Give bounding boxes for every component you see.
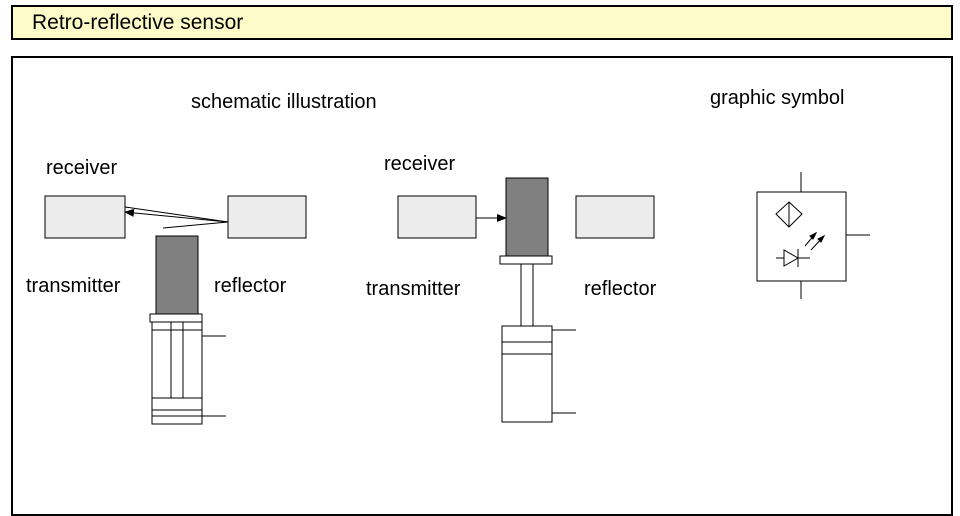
light-emitting-diode-icon <box>776 231 826 267</box>
right-diagram: receiver transmitter reflector <box>366 153 657 423</box>
left-receiver-label: receiver <box>46 157 117 179</box>
diagram-canvas: schematic illustration graphic symbol re… <box>26 87 870 425</box>
right-receiver-label: receiver <box>384 153 455 175</box>
right-cylinder <box>499 255 576 423</box>
right-reflector-box <box>575 195 655 239</box>
right-transmitter <box>505 177 549 257</box>
left-beam-emit <box>162 221 229 229</box>
page-title: Retro-reflective sensor <box>32 11 244 34</box>
right-reflector-label: reflector <box>584 278 657 300</box>
proximity-sensor-symbol <box>756 172 870 299</box>
proximity-sensor-diamond-icon <box>775 201 803 228</box>
left-receiver-box <box>44 195 126 239</box>
heading-schematic-illustration: schematic illustration <box>191 91 377 113</box>
left-transmitter-label: transmitter <box>26 275 121 297</box>
left-transmitter <box>155 235 199 315</box>
heading-graphic-symbol: graphic symbol <box>710 87 845 109</box>
left-diagram: receiver transmitter reflector <box>26 157 307 425</box>
left-cylinder <box>149 313 226 425</box>
right-transmitter-label: transmitter <box>366 278 461 300</box>
left-beam-arrow <box>124 208 229 223</box>
left-reflector-label: reflector <box>214 275 287 297</box>
right-receiver-box <box>397 195 477 239</box>
left-reflector-box <box>227 195 307 239</box>
left-beam-return <box>124 206 229 223</box>
title-bar: Retro-reflective sensor <box>11 5 953 40</box>
